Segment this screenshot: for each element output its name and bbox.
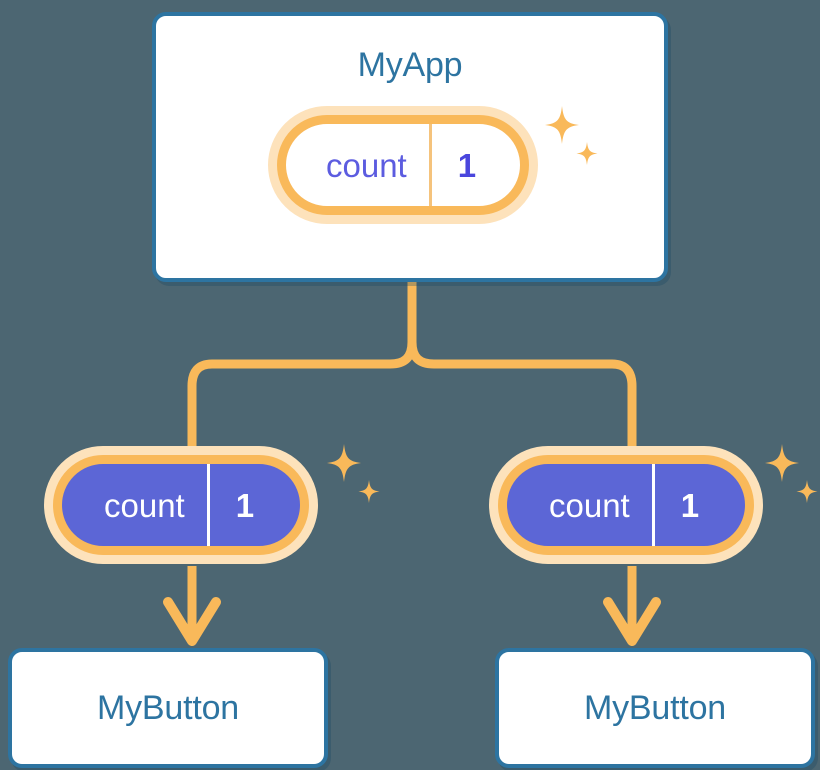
state-pill-key: count	[62, 464, 210, 546]
component-card-mybutton-right[interactable]: MyButton	[495, 648, 815, 768]
arrow-down-icon-right	[603, 566, 661, 646]
state-pill-key: count	[507, 464, 655, 546]
connector-left-branch	[187, 277, 417, 457]
state-pill-value: 1	[680, 486, 700, 524]
state-pill-value: 1	[235, 486, 255, 524]
state-pill-mybutton-left[interactable]: count 1	[44, 446, 319, 564]
state-pill-value: 1	[457, 146, 477, 184]
component-title: MyButton	[96, 689, 240, 727]
component-title: MyApp	[357, 46, 463, 84]
branch-connector	[187, 277, 637, 457]
state-pill-myapp[interactable]: count 1	[268, 106, 539, 224]
arrow-down-icon-left	[163, 566, 221, 646]
state-pill-mybutton-right[interactable]: count 1	[489, 446, 764, 564]
sparkle-small-icon	[796, 480, 818, 503]
component-card-mybutton-left[interactable]: MyButton	[8, 648, 328, 768]
sparkle-large-icon	[765, 444, 799, 482]
component-title: MyButton	[583, 689, 727, 727]
state-pill-key: count	[286, 124, 432, 206]
sparkle-small-icon	[358, 480, 380, 503]
sparkle-icon	[765, 444, 818, 503]
sparkle-icon	[327, 444, 380, 503]
sparkle-large-icon	[327, 444, 361, 482]
connector-right-branch	[407, 277, 637, 457]
